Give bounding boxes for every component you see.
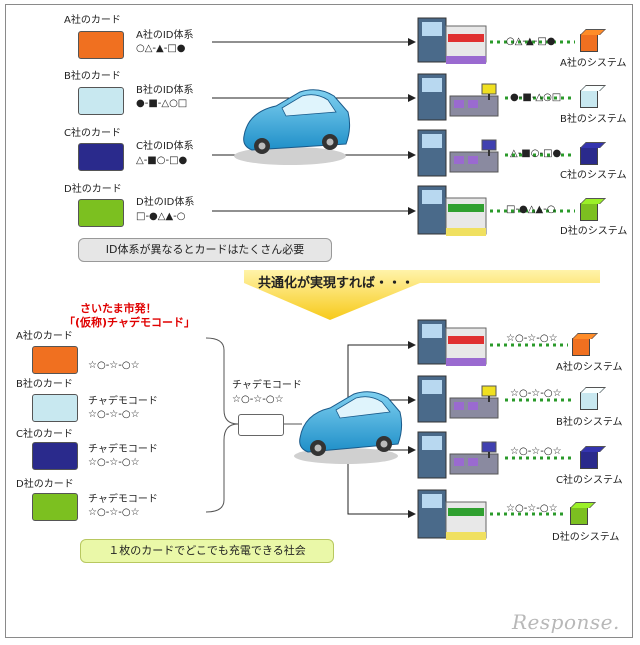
bottom-card-a-code: ☆○-☆-○☆ [88,360,140,371]
banner-text: 共通化が実現すれば・・・ [258,276,415,291]
charger-c-top [417,129,499,177]
card-a [78,31,124,59]
card-c [78,143,124,171]
card-b-id-label: B社のID体系 [136,85,194,96]
system-b-box-top [580,90,598,108]
bottom-card-a [32,346,78,374]
charger-c-bottom [417,431,499,479]
system-a-label-bottom: A社のシステム [556,362,623,373]
car-bottom [294,391,403,464]
charger-b-bottom [417,375,499,423]
car-top [234,89,351,165]
system-b-code-bottom: ☆○-☆-○☆ [510,388,562,399]
system-c-box-bottom [580,451,598,469]
bottom-card-c-label: C社のカード [16,429,73,440]
system-b-label-top: B社のシステム [560,114,627,125]
system-d-label-top: D社のシステム [560,226,628,237]
card-a-label: A社のカード [64,15,121,26]
system-a-code-top: ○△-▲-□● [506,36,556,47]
card-d [78,199,124,227]
card-d-id-code: □-●△▲-○ [136,211,186,222]
charger-a-top [417,17,487,64]
charger-b-top [417,73,499,121]
card-d-label: D社のカード [64,184,122,195]
system-a-box-top [580,34,598,52]
bottom-card-d-label: D社のカード [16,479,74,490]
network-links-bottom [490,343,575,516]
system-d-box-bottom [570,507,588,525]
system-d-code-bottom: ☆○-☆-○☆ [506,503,558,514]
center-code-label: チャデモコード [232,380,302,391]
system-c-box-top [580,147,598,165]
card-a-id-code: ○△-▲-□● [136,43,186,54]
card-b-id-code: ●-■-△○□ [136,98,188,109]
bottom-card-b-code: ☆○-☆-○☆ [88,409,140,420]
bottom-card-c-code: ☆○-☆-○☆ [88,457,140,468]
system-a-code-bottom: ☆○-☆-○☆ [506,333,558,344]
banner-arrow [244,270,600,320]
system-d-label-bottom: D社のシステム [552,532,620,543]
system-b-label-bottom: B社のシステム [556,417,623,428]
system-b-box-bottom [580,392,598,410]
card-b-label: B社のカード [64,71,121,82]
saitama-line2: 「(仮称)チャデモコード」 [64,316,195,329]
bottom-card-d-code-label: チャデモコード [88,494,158,505]
bottom-card-c [32,442,78,470]
charger-d-top [417,185,487,236]
system-d-box-top [580,203,598,221]
center-card-outline [238,414,284,436]
bottom-note: １枚のカードでどこでも充電できる社会 [80,539,334,563]
system-c-label-top: C社のシステム [560,170,627,181]
bottom-card-d [32,493,78,521]
card-d-id-label: D社のID体系 [136,197,195,208]
diagram-frame [5,4,633,638]
system-b-code-top: ●-■-△○□ [510,92,562,103]
system-a-label-top: A社のシステム [560,58,627,69]
saitama-line1: さいたま市発！ [80,302,157,315]
watermark: Response. [512,610,620,634]
bracket-bottom [205,423,239,513]
card-c-id-code: △-■○-□● [136,155,188,166]
charger-d-bottom [417,489,487,540]
card-c-id-label: C社のID体系 [136,141,194,152]
bottom-card-b [32,394,78,422]
system-d-code-top: □-●△▲-○ [506,204,556,215]
card-c-label: C社のカード [64,128,121,139]
charger-a-bottom [417,319,487,366]
bottom-card-a-label: A社のカード [16,331,73,342]
bottom-card-c-code-label: チャデモコード [88,444,158,455]
card-b [78,87,124,115]
system-c-code-bottom: ☆○-☆-○☆ [510,446,562,457]
system-c-code-top: △-■○-□● [510,148,562,159]
bracket-top [205,337,239,425]
system-a-box-bottom [572,338,590,356]
bottom-card-b-label: B社のカード [16,379,73,390]
network-links-top [490,40,575,213]
card-a-id-label: A社のID体系 [136,30,194,41]
center-code: ☆○-☆-○☆ [232,394,284,405]
top-note: ID体系が異なるとカードはたくさん必要 [78,238,332,262]
bottom-card-d-code: ☆○-☆-○☆ [88,507,140,518]
system-c-label-bottom: C社のシステム [556,475,623,486]
bottom-card-b-code-label: チャデモコード [88,396,158,407]
